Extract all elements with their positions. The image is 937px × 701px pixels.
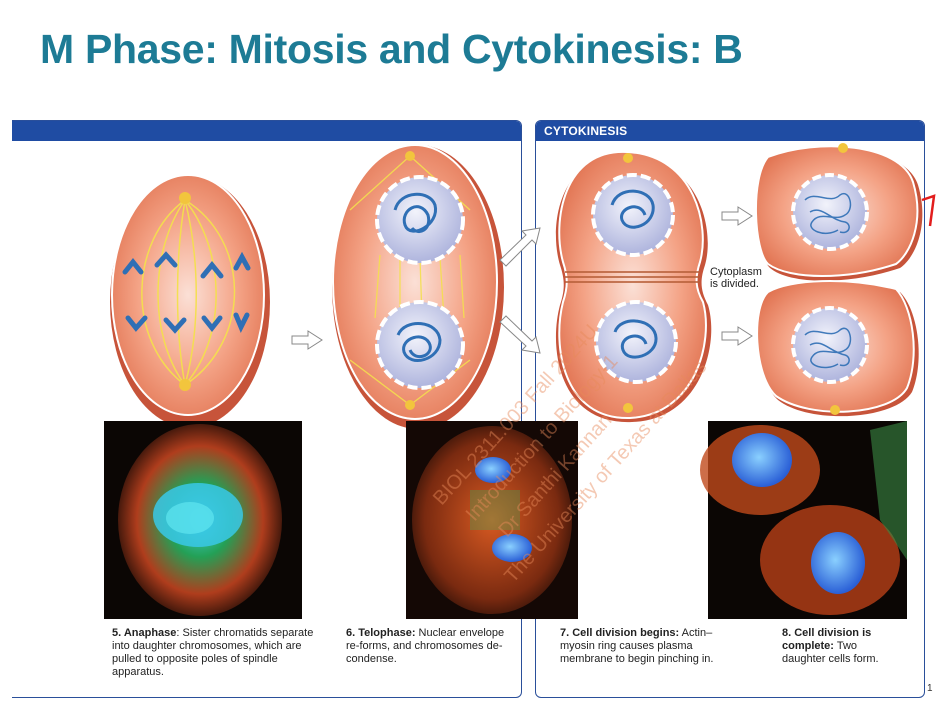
page-marker: 1	[927, 683, 933, 694]
caption-heading: 5. Anaphase	[112, 627, 177, 639]
caption-division-begins: 7. Cell division begins: Actin–myosin ri…	[560, 627, 740, 666]
cytokinesis-label: CYTOKINESIS	[544, 124, 628, 138]
pen-annotation-icon	[921, 194, 936, 227]
caption-body: Actin–myosin ring causes plasma membrane…	[560, 627, 714, 665]
arrow-icon	[291, 330, 323, 350]
arrow-icon	[499, 227, 541, 267]
anaphase-micrograph	[104, 421, 302, 619]
dividing-cell	[555, 150, 712, 423]
daughter-cell-bottom	[756, 280, 919, 417]
page-title: M Phase: Mitosis and Cytokinesis: B	[40, 26, 743, 72]
centrosome-icon	[405, 151, 415, 161]
caption-body: : Sister chromatids separate into daught…	[112, 627, 314, 678]
caption-heading: 8. Cell division is complete:	[782, 627, 872, 652]
actin-ring	[565, 271, 700, 283]
cytoplasm-note-line: Cytoplasm	[710, 266, 762, 278]
centrosome-icon	[830, 405, 840, 415]
cytoplasm-note: Cytoplasm is divided.	[710, 266, 762, 290]
caption-body: Two daughter cells form.	[782, 640, 879, 665]
panel-header-bar: CYTOKINESIS	[536, 121, 924, 141]
anaphase-cell	[110, 174, 270, 428]
caption-heading: 6. Telophase:	[346, 627, 416, 639]
arrow-icon	[721, 206, 753, 226]
telophase-micrograph	[406, 421, 578, 619]
arrow-icon	[499, 315, 541, 354]
cytoplasm-note-line: is divided.	[710, 278, 759, 290]
caption-anaphase: 5. Anaphase: Sister chromatids separate …	[112, 627, 317, 679]
caption-body: Nuclear envelope re-forms, and chromosom…	[346, 627, 505, 665]
cytokinesis-micrograph	[700, 421, 907, 619]
caption-division-complete: 8. Cell division is complete: Two daught…	[782, 627, 900, 666]
chromosome-group	[122, 251, 251, 334]
centrosome-icon	[405, 400, 415, 410]
arrow-icon	[721, 326, 753, 346]
daughter-cell-top	[754, 143, 923, 281]
caption-heading: 7. Cell division begins:	[560, 627, 680, 639]
centrosome-icon	[623, 403, 633, 413]
centrosome-icon	[838, 143, 848, 153]
telophase-cell	[332, 144, 504, 429]
panel-header-bar	[12, 121, 521, 141]
centrosome-icon	[179, 192, 191, 204]
centrosome-icon	[179, 379, 191, 391]
centrosome-icon	[623, 153, 633, 163]
caption-telophase: 6. Telophase: Nuclear envelope re-forms,…	[346, 627, 511, 666]
